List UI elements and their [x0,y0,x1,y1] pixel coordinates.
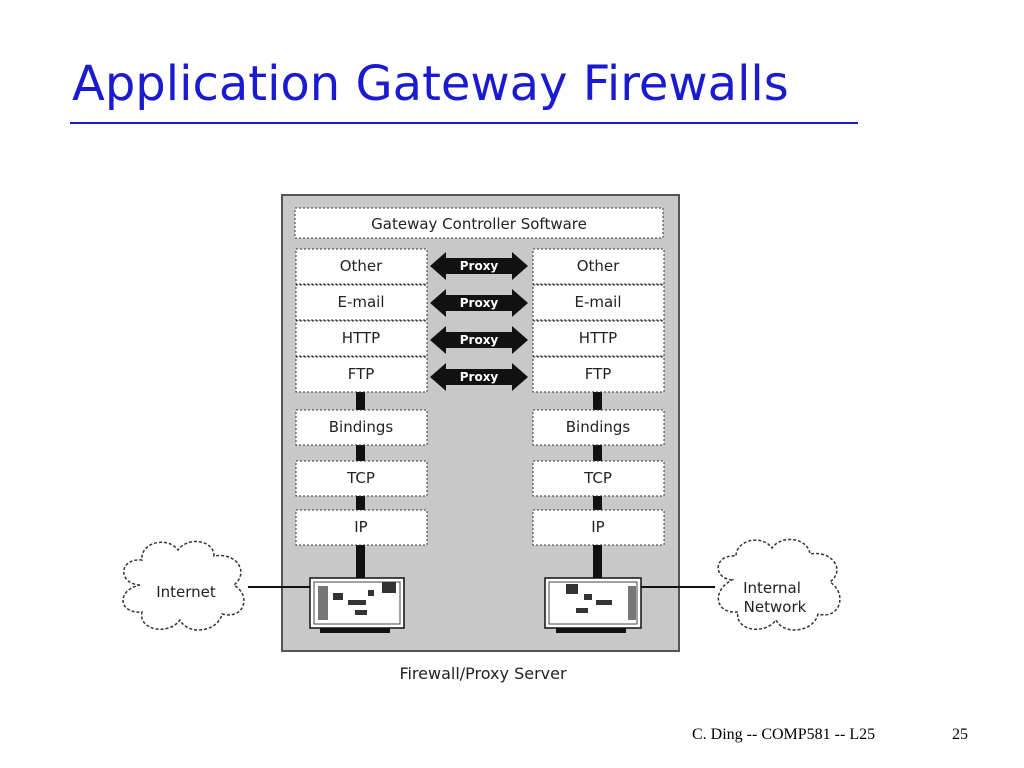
left-app-stack: Other E-mail HTTP FTP [295,248,428,393]
server-caption: Firewall/Proxy Server [399,664,567,683]
right-ip-label: IP [591,518,604,536]
proxy-label: Proxy [460,370,499,384]
right-network-card-icon [544,577,642,633]
internal-label: Internal [743,579,801,597]
internet-label: Internet [156,583,216,601]
left-app-label: HTTP [342,329,380,347]
left-ip-label: IP [354,518,367,536]
proxy-label: Proxy [460,296,499,310]
network-label: Network [744,598,807,616]
right-app-label: E-mail [574,293,621,311]
proxy-arrow [430,252,528,280]
left-network-card-icon [309,577,405,633]
left-app-label: E-mail [337,293,384,311]
internal-network-cloud-icon [717,538,841,631]
proxy-label: Proxy [460,333,499,347]
right-layer-box [532,460,665,497]
slide-title: Application Gateway Firewalls [72,56,789,112]
left-layer-box [295,509,428,546]
gateway-controller-label: Gateway Controller Software [371,215,587,233]
gateway-controller-box [294,207,664,239]
left-layer-box [295,460,428,497]
right-app-box [532,320,665,357]
right-app-box [532,284,665,321]
left-app-box [295,284,428,321]
proxy-arrow [430,289,528,317]
left-app-box [295,356,428,393]
left-layer-box [295,409,428,446]
right-layer-box [532,509,665,546]
proxy-arrow [430,326,528,354]
internet-cloud-icon [122,540,245,631]
right-app-label: Other [577,257,620,275]
right-bindings-label: Bindings [566,418,631,436]
right-tcp-label: TCP [583,469,612,487]
right-layer-box [532,409,665,446]
proxy-label: Proxy [460,259,499,273]
right-app-label: HTTP [579,329,617,347]
left-app-box [295,248,428,285]
slide-footer: C. Ding -- COMP581 -- L25 [692,726,876,743]
proxy-arrows: Proxy Proxy Proxy Proxy [430,252,528,391]
left-bindings-label: Bindings [329,418,394,436]
right-app-box [532,248,665,285]
right-app-label: FTP [585,365,612,383]
left-app-label: Other [340,257,383,275]
proxy-arrow [430,363,528,391]
page-number: 25 [952,726,968,743]
right-app-box [532,356,665,393]
left-app-box [295,320,428,357]
left-tcp-label: TCP [346,469,375,487]
left-app-label: FTP [348,365,375,383]
right-app-stack: Other E-mail HTTP FTP [532,248,665,393]
title-underline [70,122,858,124]
